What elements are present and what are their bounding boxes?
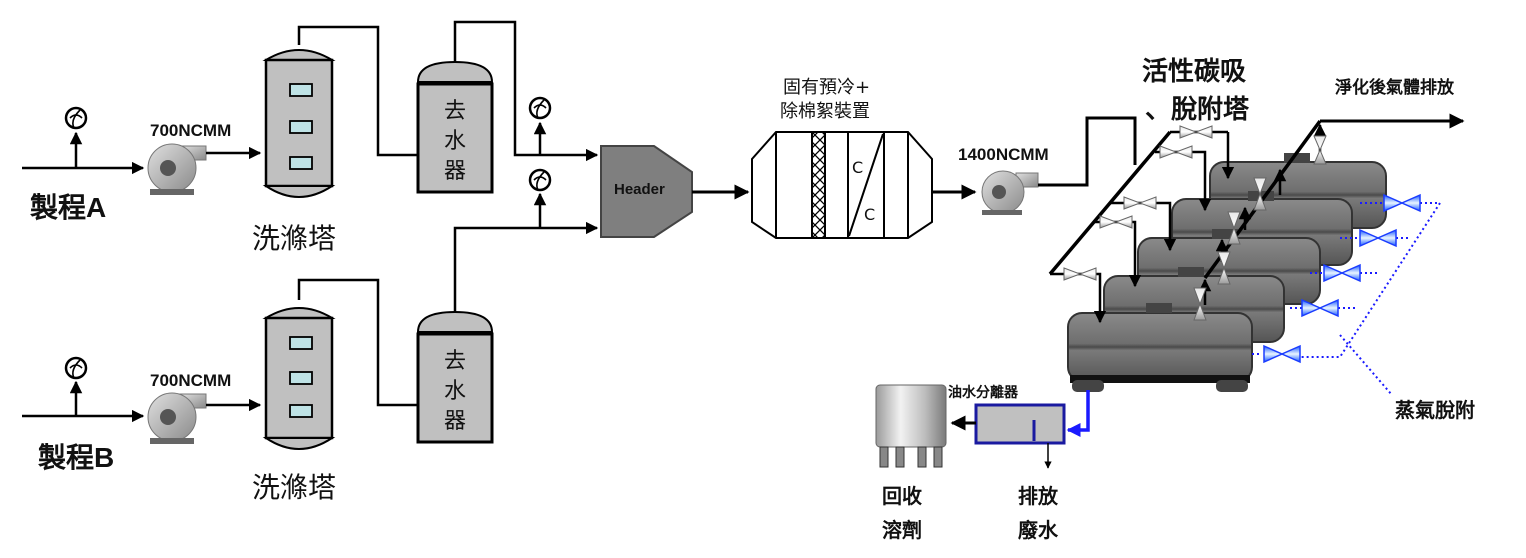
outlet-valve-icons	[1193, 135, 1327, 321]
precool-title-1: 固有預冷+	[783, 77, 870, 98]
process-b-line: 製程B	[22, 356, 145, 473]
main-fan: 1400NCMM	[958, 145, 1049, 215]
process-a-label: 製程A	[30, 192, 106, 223]
scrubber-b: 洗滌塔	[252, 307, 336, 504]
process-b-label: 製程B	[38, 442, 114, 473]
process-a-line: 製程A	[22, 106, 145, 223]
adsorber-title-2: 、脫附塔	[1145, 95, 1250, 125]
precool-unit: 固有預冷+ 除棉絮裝置 C C	[751, 77, 933, 239]
pressure-gauge-icon	[528, 96, 552, 120]
blower-icon	[981, 170, 1039, 215]
steam-valve-icons	[1263, 193, 1421, 364]
steam-desorption-label: 蒸氣脫附	[1395, 398, 1475, 422]
pressure-gauge-icon	[528, 168, 552, 192]
recovery-label-1: 回收	[882, 484, 922, 508]
fan-b: 700NCMM	[147, 371, 262, 444]
header-label: Header	[614, 181, 665, 198]
coil-label-2: C	[864, 205, 875, 224]
scrubber-a-label: 洗滌塔	[252, 222, 336, 255]
pressure-gauge-icon	[64, 106, 88, 130]
steam-lines	[1252, 202, 1442, 396]
solvent-recovery-drum	[875, 384, 947, 468]
dewater-a-char-1: 去	[444, 99, 466, 124]
recovery-label-2: 溶劑	[882, 518, 922, 542]
coil-label-1: C	[852, 158, 863, 177]
exhaust-label: 淨化後氣體排放	[1335, 77, 1455, 98]
dewater-b-char-3: 器	[444, 409, 466, 434]
dewater-b: 去 水 器	[416, 310, 494, 444]
wastewater-label-2: 廢水	[1018, 518, 1059, 542]
dewater-b-char-1: 去	[444, 349, 466, 374]
blower-icon	[147, 143, 207, 195]
precool-title-2: 除棉絮裝置	[780, 101, 870, 122]
fan-a: 700NCMM	[147, 121, 262, 195]
fan-b-flow-label: 700NCMM	[150, 371, 231, 390]
header-manifold: Header	[600, 145, 693, 238]
scrubber-a: 洗滌塔	[252, 49, 336, 255]
separator-label: 油水分離器	[948, 384, 1019, 401]
adsorber-tank-0	[1067, 303, 1253, 392]
fan-a-flow-label: 700NCMM	[150, 121, 231, 140]
dewater-a-char-3: 器	[444, 159, 466, 184]
scrubber-b-label: 洗滌塔	[252, 471, 336, 504]
dewater-b-char-2: 水	[444, 379, 466, 404]
dewater-a: 去 水 器	[416, 60, 494, 194]
oil-water-separator: 油水分離器	[948, 384, 1066, 445]
pressure-gauge-icon	[64, 356, 88, 380]
blower-icon	[147, 392, 207, 444]
wastewater-label-1: 排放	[1018, 484, 1059, 508]
main-fan-flow-label: 1400NCMM	[958, 145, 1049, 164]
dewater-a-char-2: 水	[444, 129, 466, 154]
adsorber-title-1: 活性碳吸	[1142, 57, 1246, 87]
inlet-valve-icons	[1063, 125, 1213, 281]
